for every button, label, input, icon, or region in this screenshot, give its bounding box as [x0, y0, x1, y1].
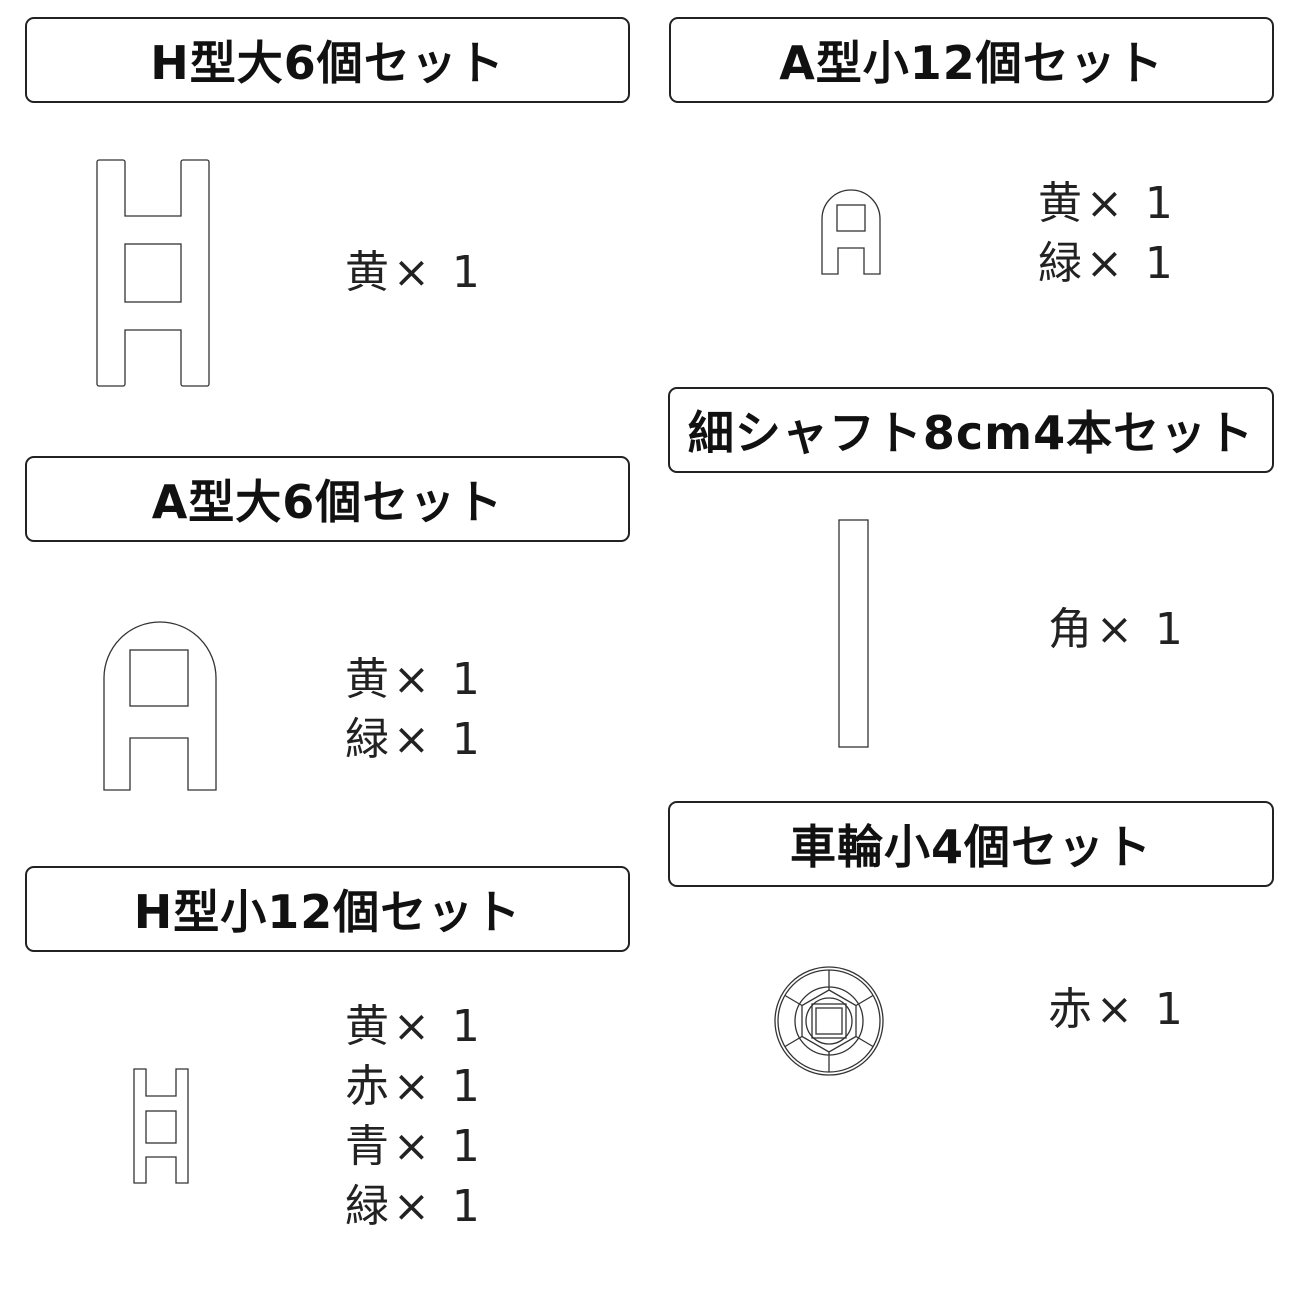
- set-title-a-large: A型大6個セット: [25, 456, 630, 542]
- set-title-shaft: 細シャフト8cm4本セット: [668, 387, 1274, 473]
- set-title-h-small: H型小12個セット: [25, 866, 630, 952]
- h-piece-large-icon: [96, 159, 210, 387]
- quantity-item: 緑× 1: [1038, 238, 1177, 289]
- quantity-item: 緑× 1: [345, 1181, 484, 1232]
- set-title-h-large: H型大6個セット: [25, 17, 630, 103]
- quantity-item: 黄× 1: [345, 654, 484, 705]
- wheel-icon: [774, 966, 884, 1076]
- quantity-item: 黄× 1: [1038, 178, 1177, 229]
- quantity-list-h-small: 黄× 1 赤× 1 青× 1 緑× 1: [345, 997, 484, 1237]
- set-title-a-small: A型小12個セット: [669, 17, 1274, 103]
- set-title-wheel: 車輪小4個セット: [668, 801, 1274, 887]
- quantity-list-a-large: 黄× 1 緑× 1: [345, 650, 484, 770]
- quantity-item: 緑× 1: [345, 714, 484, 765]
- quantity-list-wheel: 赤× 1: [1048, 980, 1187, 1040]
- quantity-item: 赤× 1: [345, 1061, 484, 1112]
- quantity-item: 角× 1: [1048, 604, 1187, 655]
- a-piece-small-icon: [821, 189, 881, 275]
- quantity-item: 青× 1: [345, 1121, 484, 1172]
- h-piece-small-icon: [133, 1068, 189, 1184]
- quantity-item: 赤× 1: [1048, 984, 1187, 1035]
- quantity-item: 黄× 1: [345, 1001, 484, 1052]
- a-piece-large-icon: [103, 621, 217, 791]
- shaft-icon: [838, 519, 869, 748]
- quantity-list-shaft: 角× 1: [1048, 600, 1187, 660]
- quantity-list-h-large: 黄× 1: [345, 243, 484, 303]
- quantity-item: 黄× 1: [345, 247, 484, 298]
- quantity-list-a-small: 黄× 1 緑× 1: [1038, 174, 1177, 294]
